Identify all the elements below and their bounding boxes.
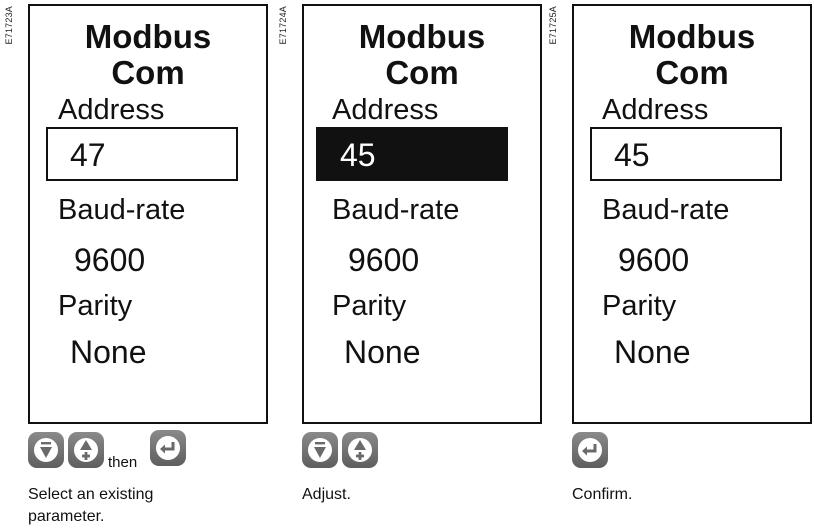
enter-key-button[interactable] — [572, 432, 608, 468]
parity-value: None — [70, 334, 147, 370]
screen-title-line1: Modbus — [628, 18, 756, 55]
address-value: 45 — [614, 137, 650, 173]
address-label: Address — [602, 94, 709, 126]
baud-rate-label: Baud-rate — [332, 194, 460, 226]
down-key-button[interactable] — [302, 432, 338, 468]
address-label: Address — [332, 94, 439, 126]
down-key-icon — [34, 438, 58, 462]
address-value: 47 — [70, 137, 106, 173]
up-key-icon — [348, 438, 372, 462]
down-key-icon — [308, 438, 332, 462]
then-text: then — [108, 454, 138, 471]
down-key-button[interactable] — [28, 432, 64, 468]
parity-label: Parity — [58, 290, 133, 322]
up-key-button[interactable] — [68, 432, 104, 468]
parity-label: Parity — [332, 290, 407, 322]
up-key-button[interactable] — [342, 432, 378, 468]
baud-rate-value: 9600 — [74, 242, 146, 278]
screen-title-line1: Modbus — [84, 18, 212, 55]
panel-confirm: E71725A Modbus Com Address 45 Baud-rate … — [548, 0, 814, 531]
screen-title-line2: Com — [111, 54, 185, 91]
baud-rate-value: 9600 — [348, 242, 420, 278]
device-screen: Modbus Com Address 45 Baud-rate 9600 Par… — [572, 4, 812, 424]
screen-title-line2: Com — [655, 54, 729, 91]
figure-reference: E71724A — [278, 6, 288, 45]
step-caption: Adjust. — [302, 486, 351, 503]
figure-reference: E71725A — [548, 6, 558, 45]
address-field[interactable]: 45 — [590, 127, 782, 181]
step-caption: Select an existing parameter. — [28, 486, 154, 525]
baud-rate-label: Baud-rate — [58, 194, 186, 226]
screen-title-line2: Com — [385, 54, 459, 91]
screen-title-line1: Modbus — [358, 18, 486, 55]
address-value: 45 — [340, 137, 376, 173]
up-key-icon — [74, 438, 98, 462]
device-screen: Modbus Com Address 45 Baud-rate 9600 Par… — [302, 4, 542, 424]
enter-key-icon — [156, 436, 180, 460]
enter-key-icon — [578, 438, 602, 462]
panel-select: E71723A Modbus Com Address 47 Baud-rate … — [4, 0, 274, 531]
address-field[interactable]: 45 — [316, 127, 508, 181]
baud-rate-value: 9600 — [618, 242, 690, 278]
address-label: Address — [58, 94, 165, 126]
parity-value: None — [344, 334, 421, 370]
step-caption: Confirm. — [572, 486, 633, 503]
baud-rate-label: Baud-rate — [602, 194, 730, 226]
panel-adjust: E71724A Modbus Com Address 45 Baud-rate … — [278, 0, 548, 531]
address-field[interactable]: 47 — [46, 127, 238, 181]
enter-key-button[interactable] — [150, 430, 186, 466]
parity-value: None — [614, 334, 691, 370]
device-screen: Modbus Com Address 47 Baud-rate 9600 Par… — [28, 4, 268, 424]
figure-reference: E71723A — [4, 6, 14, 45]
parity-label: Parity — [602, 290, 677, 322]
